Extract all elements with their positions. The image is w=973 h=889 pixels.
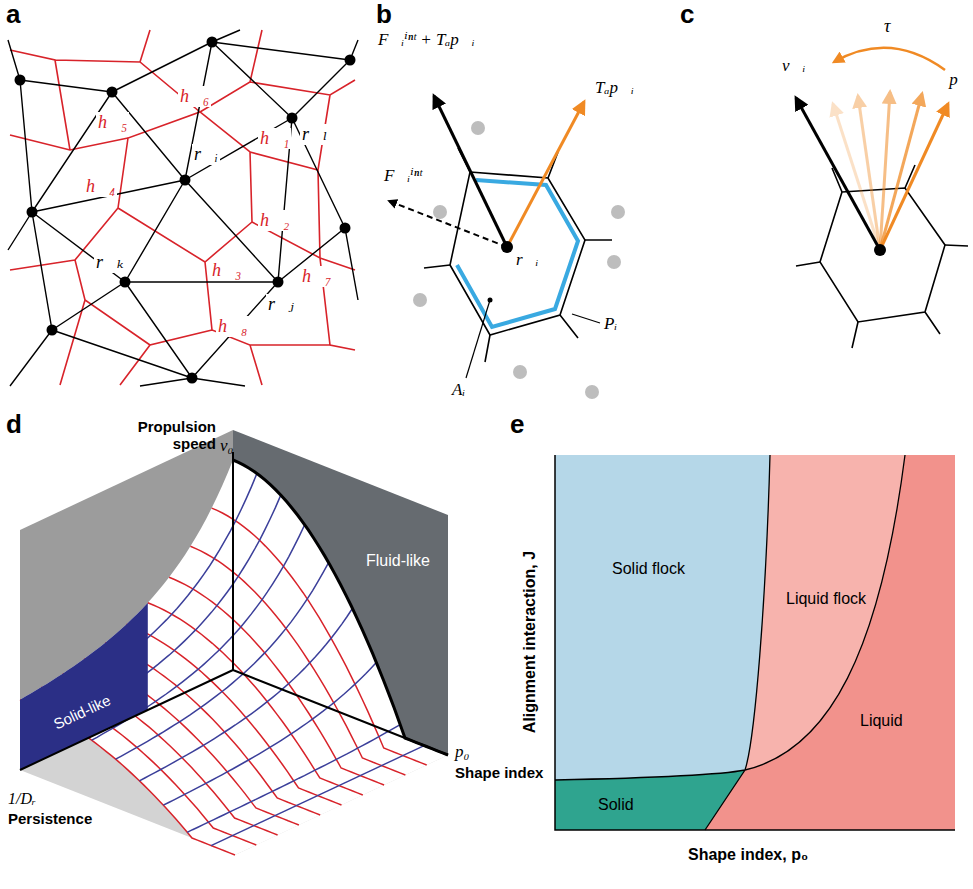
axis-title: Shape index <box>455 764 543 781</box>
cell-forces <box>389 96 625 399</box>
region-label: Solid <box>598 796 634 814</box>
vertex-label: h⃗₆ <box>178 86 211 107</box>
axis-symbol: 1/Dᵣ <box>8 790 36 808</box>
area-label: Aᵢ <box>452 380 465 400</box>
vertex-label: h⃗₁ <box>258 128 291 149</box>
panel-letter: e <box>510 410 524 440</box>
force-label: Tₐp⃗ᵢ <box>595 78 634 98</box>
region-label: Liquid <box>860 712 903 730</box>
voronoi-network <box>8 30 358 386</box>
axis-symbol: p₀ <box>455 742 469 762</box>
panel-letter: c <box>680 0 694 30</box>
axis-title: Propulsion speed <box>128 418 216 453</box>
time-label: τ <box>884 16 890 37</box>
axis-title: Persistence <box>8 810 92 827</box>
region-label: Liquid flock <box>786 590 866 608</box>
cell-label: r⃗ₗ <box>300 124 329 145</box>
cell-label: r⃗ₖ <box>94 252 126 273</box>
panel-letter: d <box>6 410 22 440</box>
velocity-label: v⃗ᵢ <box>782 56 805 76</box>
axis-symbol: v₀ <box>220 436 233 456</box>
vertex-label: h⃗₇ <box>300 266 333 287</box>
cell-label: r⃗ⱼ <box>266 294 296 315</box>
phase-diagram <box>555 455 955 830</box>
polarity-label: p⃗ <box>949 70 971 90</box>
region-label: Solid flock <box>612 560 685 578</box>
polarity-alignment <box>796 48 968 348</box>
vertex-label: h⃗₅ <box>96 112 129 133</box>
phase-surface <box>20 430 448 855</box>
force-label: F⃗ᵢⁱⁿᵗ <box>384 166 422 186</box>
vertex-label: h⃗₄ <box>84 176 117 197</box>
region-label: Fluid-like <box>366 552 430 570</box>
axis-title: Alignment interaction, J <box>521 551 539 733</box>
perimeter-label: Pᵢ <box>604 314 617 334</box>
force-label: F⃗ᵢⁱⁿᵗ + Tₐp⃗ᵢ <box>378 30 475 50</box>
cell-label: r⃗ᵢ <box>192 144 220 165</box>
vertex-label: h⃗₂ <box>258 210 291 231</box>
vertex-label: h⃗₈ <box>216 316 249 337</box>
vertex-label: h⃗₃ <box>210 260 243 281</box>
axis-title: Shape index, p₀ <box>688 846 808 864</box>
panel-letter: a <box>6 0 20 30</box>
panel-letter: b <box>376 0 392 30</box>
position-label: r⃗ᵢ <box>516 250 539 270</box>
